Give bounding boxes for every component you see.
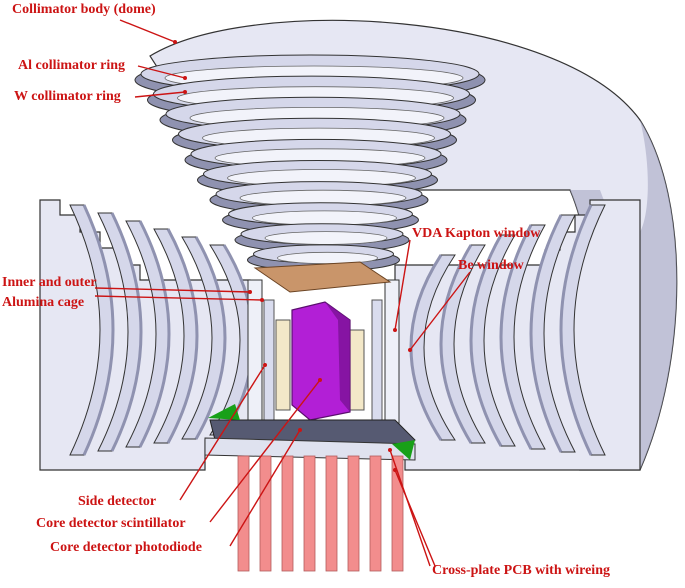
wiring-pin bbox=[347, 455, 360, 572]
cross-plate-pcb bbox=[204, 437, 416, 461]
right-ring-arc-edge bbox=[559, 204, 593, 456]
leader-line bbox=[394, 469, 436, 567]
leader-tip bbox=[393, 328, 397, 332]
left-ring-arc-edge bbox=[194, 236, 227, 440]
label-be-window: Be window bbox=[458, 258, 524, 273]
right-ring-arc-edge bbox=[529, 214, 563, 453]
leader-tip bbox=[248, 290, 252, 294]
leader-line bbox=[134, 91, 186, 98]
right-ring-arc-edge bbox=[469, 234, 503, 447]
leader-line bbox=[394, 239, 411, 331]
collimator-cone-rings bbox=[134, 54, 486, 272]
leader-tip bbox=[298, 428, 302, 432]
label-vda-kapton-window: VDA Kapton window bbox=[412, 226, 541, 241]
pcb-tab-right bbox=[392, 440, 415, 460]
pcb-wiring-pins bbox=[237, 455, 404, 572]
label-side-detector: Side detector bbox=[78, 494, 157, 509]
side-detector-left bbox=[275, 319, 291, 411]
left-ring-arc-edge bbox=[110, 212, 143, 452]
left-ring-arc-edge bbox=[138, 220, 171, 448]
left-ring-arc-edge bbox=[82, 204, 115, 456]
right-ring-arc-edge bbox=[499, 224, 533, 450]
wiring-pin bbox=[303, 455, 316, 572]
side-detector-right bbox=[349, 329, 365, 411]
leader-line bbox=[229, 429, 301, 547]
leader-line bbox=[94, 295, 263, 301]
inner-cage-right bbox=[371, 299, 383, 421]
left-ring-arc-edge bbox=[166, 228, 199, 444]
wiring-pin bbox=[325, 455, 338, 572]
leader-tip bbox=[388, 448, 392, 452]
pcb-tab-left bbox=[208, 404, 240, 420]
leader-line bbox=[409, 271, 471, 351]
vda-kapton-window bbox=[253, 261, 392, 293]
leader-tip bbox=[183, 90, 187, 94]
scintillator-side-face bbox=[325, 302, 350, 412]
wiring-pin bbox=[391, 455, 404, 572]
leader-line bbox=[119, 19, 176, 43]
inner-cage-left bbox=[263, 299, 275, 421]
leader-tip bbox=[183, 76, 187, 80]
label-core-scintillator: Core detector scintillator bbox=[36, 516, 186, 531]
label-alumina-cage-line2: Alumina cage bbox=[2, 295, 85, 310]
wiring-pin bbox=[369, 455, 382, 572]
wiring-pin bbox=[281, 455, 294, 572]
cone-ring-opening bbox=[277, 251, 378, 265]
leader-tip bbox=[260, 298, 264, 302]
cone-ring-opening bbox=[264, 231, 388, 245]
right-ring-arc-edge bbox=[439, 244, 473, 444]
label-alumina-cage-line1: Inner and outer bbox=[2, 275, 97, 290]
label-w-collimator-ring: W collimator ring bbox=[14, 89, 121, 104]
leader-line bbox=[94, 287, 251, 293]
cone-ring-opening bbox=[252, 210, 397, 226]
leader-tip bbox=[263, 363, 267, 367]
leader-tip bbox=[408, 348, 412, 352]
outer-alumina-cage-right bbox=[384, 279, 400, 431]
label-core-photodiode: Core detector photodiode bbox=[50, 540, 202, 555]
outer-alumina-cage-left bbox=[247, 279, 263, 431]
leader-lines bbox=[94, 19, 471, 567]
left-ring-stack bbox=[69, 204, 255, 456]
leader-tip bbox=[318, 378, 322, 382]
label-al-collimator-ring: Al collimator ring bbox=[18, 58, 126, 73]
leader-line bbox=[137, 65, 186, 79]
leader-line bbox=[179, 364, 266, 501]
wiring-pin bbox=[259, 455, 272, 572]
leader-tip bbox=[393, 468, 397, 472]
label-collimator-body: Collimator body (dome) bbox=[12, 2, 156, 17]
label-cross-plate-pcb: Cross-plate PCB with wireing bbox=[432, 563, 610, 578]
leader-line bbox=[209, 379, 321, 523]
right-ring-stack bbox=[409, 204, 606, 456]
leader-tip bbox=[173, 40, 177, 44]
